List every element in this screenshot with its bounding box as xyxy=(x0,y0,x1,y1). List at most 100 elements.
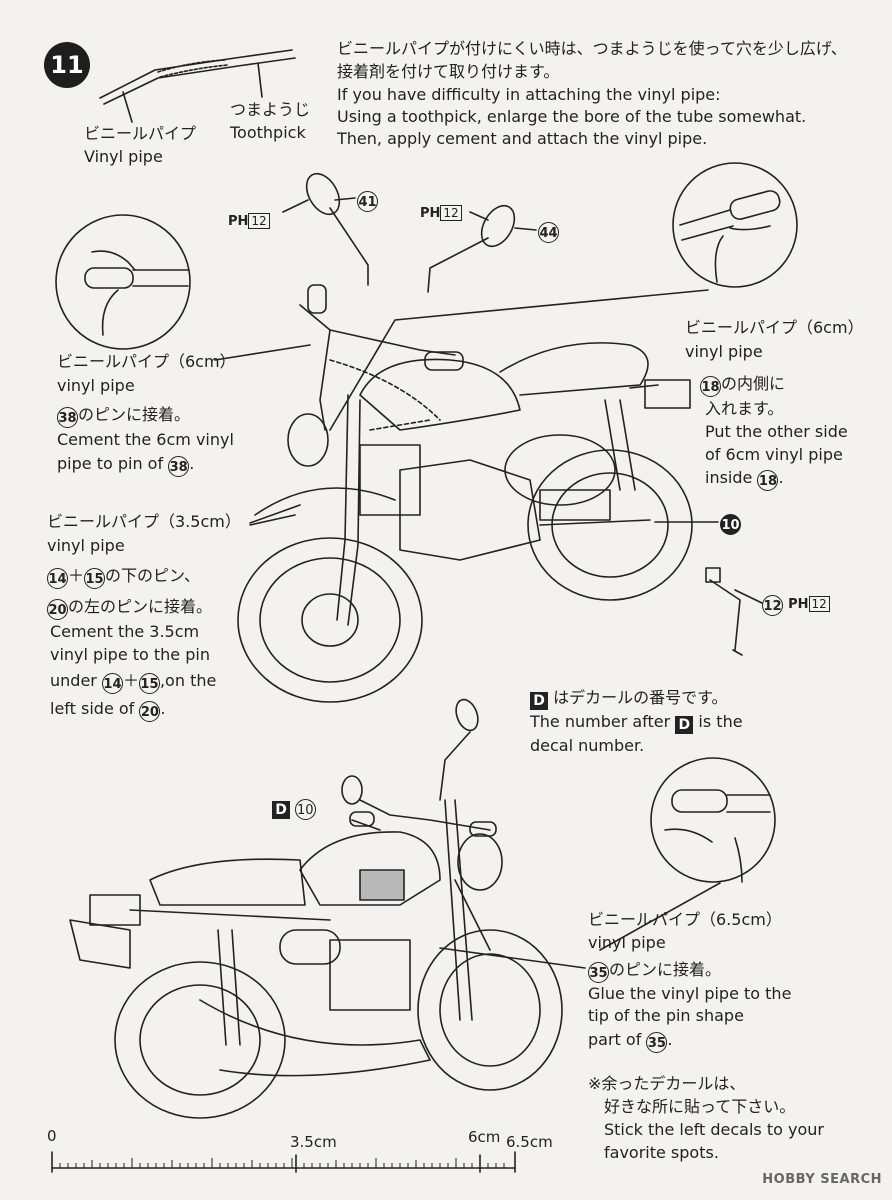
part-10: 10 xyxy=(720,512,741,535)
callout-65cm-jp-body: 35のピンに接着。 xyxy=(588,958,721,983)
callout-35cm-jp-line1: 14＋15の下のピン、 xyxy=(47,564,200,589)
leader-lines xyxy=(214,197,763,969)
toothpick-label-en: Toothpick xyxy=(230,123,306,142)
part-41: 41 xyxy=(357,189,378,212)
callout-35cm-en-line3: under 14＋15,on the xyxy=(50,669,216,694)
callout-6cm-right-jp-line1: 18の内側に xyxy=(700,372,785,397)
callout-6cm-right-en-line2: of 6cm vinyl pipe xyxy=(705,445,843,464)
scale-label-3-5cm: 3.5cm xyxy=(290,1133,337,1151)
instruction-en-line1: If you have difficulty in attaching the … xyxy=(337,85,721,104)
part-number-circle: 41 xyxy=(357,191,378,212)
part-number-circle: 38 xyxy=(168,456,190,477)
part-number-circle: 20 xyxy=(139,701,161,722)
part-number-circle: 14 xyxy=(101,673,123,694)
part-number-circle: 15 xyxy=(138,673,160,694)
part-number-circle: 14 xyxy=(47,568,68,589)
callout-6cm-right-en-line1: Put the other side xyxy=(705,422,848,441)
callout-6cm-left-en-title: vinyl pipe xyxy=(57,376,135,395)
callout-65cm-en-line1: Glue the vinyl pipe to the xyxy=(588,984,792,1003)
instruction-jp-line1: ビニールパイプが付けにくい時は、つまようじを使って穴を少し広げ、 xyxy=(337,39,847,58)
callout-35cm-en-title: vinyl pipe xyxy=(47,536,125,555)
part-number-circle: 12 xyxy=(762,595,783,616)
toothpick-label-jp: つまようじ xyxy=(230,100,311,119)
watermark-logo: HOBBY SEARCH xyxy=(762,1172,882,1187)
part-number-circle: 18 xyxy=(700,376,721,397)
part-number-circle: 18 xyxy=(757,470,779,491)
motorcycle-main xyxy=(237,172,743,703)
callout-text: の内側に xyxy=(721,374,786,393)
instruction-en-line3: Then, apply cement and attach the vinyl … xyxy=(337,129,708,148)
leftover-note-en-line2: favorite spots. xyxy=(604,1143,719,1162)
scale-label-6-5cm: 6.5cm xyxy=(506,1133,553,1151)
ph-number: 12 xyxy=(808,596,830,612)
callout-text: left side of xyxy=(50,699,135,718)
callout-text: . xyxy=(778,468,784,487)
scale-label-0: 0 xyxy=(47,1127,57,1145)
callout-text: pipe to pin of xyxy=(57,454,164,473)
scale-ruler xyxy=(51,1151,516,1173)
callout-text: ＋ xyxy=(68,566,85,585)
step-number-badge: 11 xyxy=(44,42,90,88)
callout-35cm-en-line4: left side of 20. xyxy=(50,697,165,722)
part-number-circle: 44 xyxy=(538,222,559,243)
instruction-en-line2: Using a toothpick, enlarge the bore of t… xyxy=(337,107,807,126)
decal-note-en-line2: decal number. xyxy=(530,736,645,755)
callout-text: ＋ xyxy=(122,671,139,690)
callout-6cm-right-jp-title: ビニールパイプ（6cm） xyxy=(685,318,864,337)
part-number-circle: 35 xyxy=(588,962,609,983)
callout-65cm-jp-title: ビニールパイプ（6.5cm） xyxy=(588,910,782,929)
part-44: 44 xyxy=(538,220,559,243)
callout-text: ,on the xyxy=(159,671,217,690)
leftover-note-en-line1: Stick the left decals to your xyxy=(604,1120,824,1139)
callout-35cm-jp-title: ビニールパイプ（3.5cm） xyxy=(47,512,241,531)
decal-d-icon: D xyxy=(530,692,548,710)
callout-6cm-left-jp-title: ビニールパイプ（6cm） xyxy=(57,352,236,371)
callout-35cm-en-line1: Cement the 3.5cm xyxy=(50,622,200,641)
detail-circle-left xyxy=(55,214,191,350)
scale-ticks xyxy=(59,1158,505,1168)
ph-number: 12 xyxy=(248,213,270,229)
vinyl-pipe-label-en: Vinyl pipe xyxy=(84,147,163,166)
callout-text: under xyxy=(50,671,97,690)
scale-label-6cm: 6cm xyxy=(468,1128,501,1146)
decal-10-tag: D 10 xyxy=(272,798,316,820)
decal-note-text: はデカールの番号です。 xyxy=(553,688,728,707)
callout-65cm-en-line3: part of 35. xyxy=(588,1028,673,1053)
callout-6cm-left-jp-body: 38のピンに接着。 xyxy=(57,403,190,428)
callout-6cm-right-jp-line2: 入れます。 xyxy=(705,399,784,418)
toothpick-diagram xyxy=(99,49,296,123)
decal-d-icon: D xyxy=(272,801,290,819)
callout-65cm-en-line2: tip of the pin shape xyxy=(588,1006,744,1025)
instruction-jp-line2: 接着剤を付けて取り付けます。 xyxy=(337,62,560,81)
motorcycle-secondary xyxy=(69,698,563,1119)
part-number-circle: 20 xyxy=(47,599,68,620)
callout-text: の左のピンに接着。 xyxy=(68,597,213,616)
callout-text: . xyxy=(667,1030,673,1049)
part-number-circle: 35 xyxy=(646,1032,668,1053)
leftover-note-jp-line2: 好きな所に貼って下さい。 xyxy=(604,1097,796,1116)
callout-text: . xyxy=(189,454,195,473)
callout-6cm-left-en-line2: pipe to pin of 38. xyxy=(57,452,194,477)
detail-circle-bottom xyxy=(650,757,776,883)
callout-35cm-jp-line2: 20の左のピンに接着。 xyxy=(47,595,212,620)
callout-text: のピンに接着。 xyxy=(609,960,722,979)
callout-35cm-en-line2: vinyl pipe to the pin xyxy=(50,645,210,664)
callout-text: . xyxy=(160,699,166,718)
callout-text: の下のピン、 xyxy=(105,566,201,585)
callout-6cm-left-en-line1: Cement the 6cm vinyl xyxy=(57,430,234,449)
ph-label: PH xyxy=(228,214,249,229)
decal-note-jp: D はデカールの番号です。 xyxy=(530,686,728,710)
detail-circle-right xyxy=(672,162,798,288)
decal-note-en-line1: The number after D is the xyxy=(530,710,743,734)
ph-label: PH xyxy=(420,206,441,221)
decal-d-icon: D xyxy=(675,716,694,734)
vinyl-pipe-label-jp: ビニールパイプ xyxy=(84,124,197,143)
part-number-circle: 38 xyxy=(57,407,78,428)
callout-text: part of xyxy=(588,1030,642,1049)
leftover-note-jp-line1: ※余ったデカールは、 xyxy=(588,1074,746,1093)
part-number-circle: 10 xyxy=(720,514,741,535)
